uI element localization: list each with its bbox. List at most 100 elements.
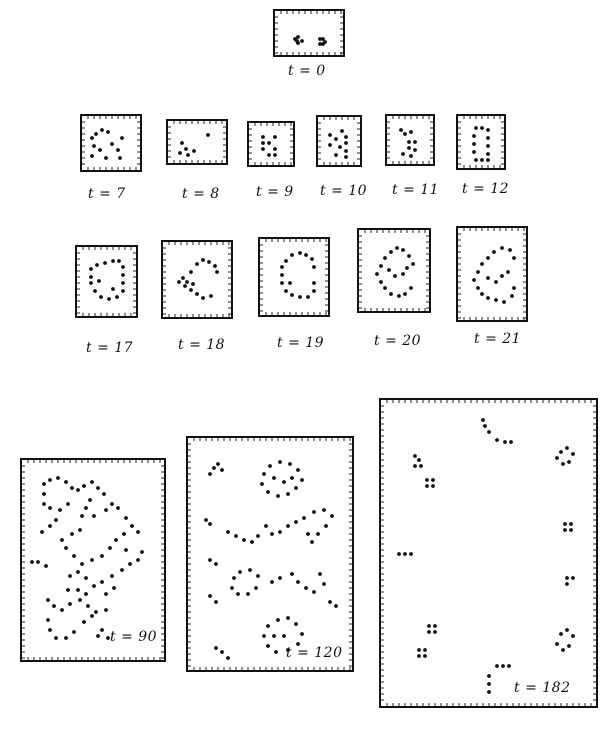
live-cell-dot (286, 524, 290, 528)
live-cell-dot (204, 518, 208, 522)
live-cell-dot (110, 574, 114, 578)
live-cell-dot (111, 259, 115, 263)
live-cell-dot (282, 480, 286, 484)
live-cell-dot (328, 600, 332, 604)
live-cell-dot (250, 540, 254, 544)
live-cell-dot (433, 624, 437, 628)
live-cell-dot (106, 636, 110, 640)
live-cell-dot (80, 562, 84, 566)
live-cell-dot (476, 286, 480, 290)
live-cell-dot (30, 560, 34, 564)
live-cell-dot (286, 616, 290, 620)
live-cell-dot (500, 246, 504, 250)
live-cell-dot (306, 295, 310, 299)
live-cell-dot (76, 488, 80, 492)
live-cell-dot (208, 558, 212, 562)
live-cell-dot (260, 482, 264, 486)
live-cell-dot (90, 614, 94, 618)
live-cell-dot (494, 298, 498, 302)
live-cell-dot (89, 281, 93, 285)
live-cell-dot (108, 546, 112, 550)
label-t21: t = 21 (474, 331, 522, 347)
live-cell-dot (300, 632, 304, 636)
live-cell-dot (486, 152, 490, 156)
label-t20: t = 20 (374, 333, 422, 349)
live-cell-dot (266, 490, 270, 494)
cell-pattern-t9 (249, 123, 293, 165)
label-t8: t = 8 (182, 186, 220, 202)
live-cell-dot (248, 568, 252, 572)
live-cell-dot (486, 256, 490, 260)
live-cell-dot (261, 141, 265, 145)
live-cell-dot (82, 484, 86, 488)
live-cell-dot (487, 430, 491, 434)
live-cell-dot (379, 264, 383, 268)
live-cell-dot (121, 265, 125, 269)
live-cell-dot (89, 275, 93, 279)
live-cell-dot (567, 460, 571, 464)
live-cell-dot (100, 628, 104, 632)
panel-t11 (385, 114, 435, 166)
live-cell-dot (99, 295, 103, 299)
live-cell-dot (103, 261, 107, 265)
live-cell-dot (192, 149, 196, 153)
live-cell-dot (302, 516, 306, 520)
live-cell-dot (383, 256, 387, 260)
live-cell-dot (399, 128, 403, 132)
live-cell-dot (433, 630, 437, 634)
live-cell-dot (230, 586, 234, 590)
live-cell-dot (486, 276, 490, 280)
live-cell-dot (42, 482, 46, 486)
live-cell-dot (184, 147, 188, 151)
live-cell-dot (254, 586, 258, 590)
live-cell-dot (191, 282, 195, 286)
live-cell-dot (555, 642, 559, 646)
live-cell-dot (413, 140, 417, 144)
live-cell-dot (321, 37, 325, 41)
live-cell-dot (72, 554, 76, 558)
live-cell-dot (48, 628, 52, 632)
live-cell-dot (104, 592, 108, 596)
live-cell-dot (80, 514, 84, 518)
live-cell-dot (216, 462, 220, 466)
live-cell-dot (116, 148, 120, 152)
live-cell-dot (54, 518, 58, 522)
live-cell-dot (565, 576, 569, 580)
live-cell-dot (290, 293, 294, 297)
live-cell-dot (403, 292, 407, 296)
panel-t9 (247, 121, 295, 167)
live-cell-dot (502, 300, 506, 304)
live-cell-dot (495, 438, 499, 442)
live-cell-dot (294, 622, 298, 626)
live-cell-dot (266, 644, 270, 648)
cell-pattern-t182 (381, 400, 596, 706)
live-cell-dot (180, 141, 184, 145)
live-cell-dot (98, 148, 102, 152)
live-cell-dot (413, 454, 417, 458)
cell-pattern-t8 (168, 121, 226, 163)
live-cell-dot (486, 296, 490, 300)
live-cell-dot (96, 634, 100, 638)
cell-pattern-t90 (22, 460, 164, 660)
live-cell-dot (476, 270, 480, 274)
live-cell-dot (423, 654, 427, 658)
live-cell-dot (310, 540, 314, 544)
live-cell-dot (344, 135, 348, 139)
live-cell-dot (94, 132, 98, 136)
live-cell-dot (130, 524, 134, 528)
live-cell-dot (124, 516, 128, 520)
cell-pattern-t120 (188, 438, 352, 670)
live-cell-dot (403, 552, 407, 556)
live-cell-dot (395, 246, 399, 250)
live-cell-dot (316, 532, 320, 536)
live-cell-dot (296, 580, 300, 584)
live-cell-dot (486, 158, 490, 162)
live-cell-dot (195, 292, 199, 296)
live-cell-dot (419, 464, 423, 468)
live-cell-dot (110, 502, 114, 506)
live-cell-dot (425, 478, 429, 482)
live-cell-dot (413, 148, 417, 152)
label-t7: t = 7 (88, 186, 126, 202)
live-cell-dot (214, 600, 218, 604)
live-cell-dot (409, 130, 413, 134)
